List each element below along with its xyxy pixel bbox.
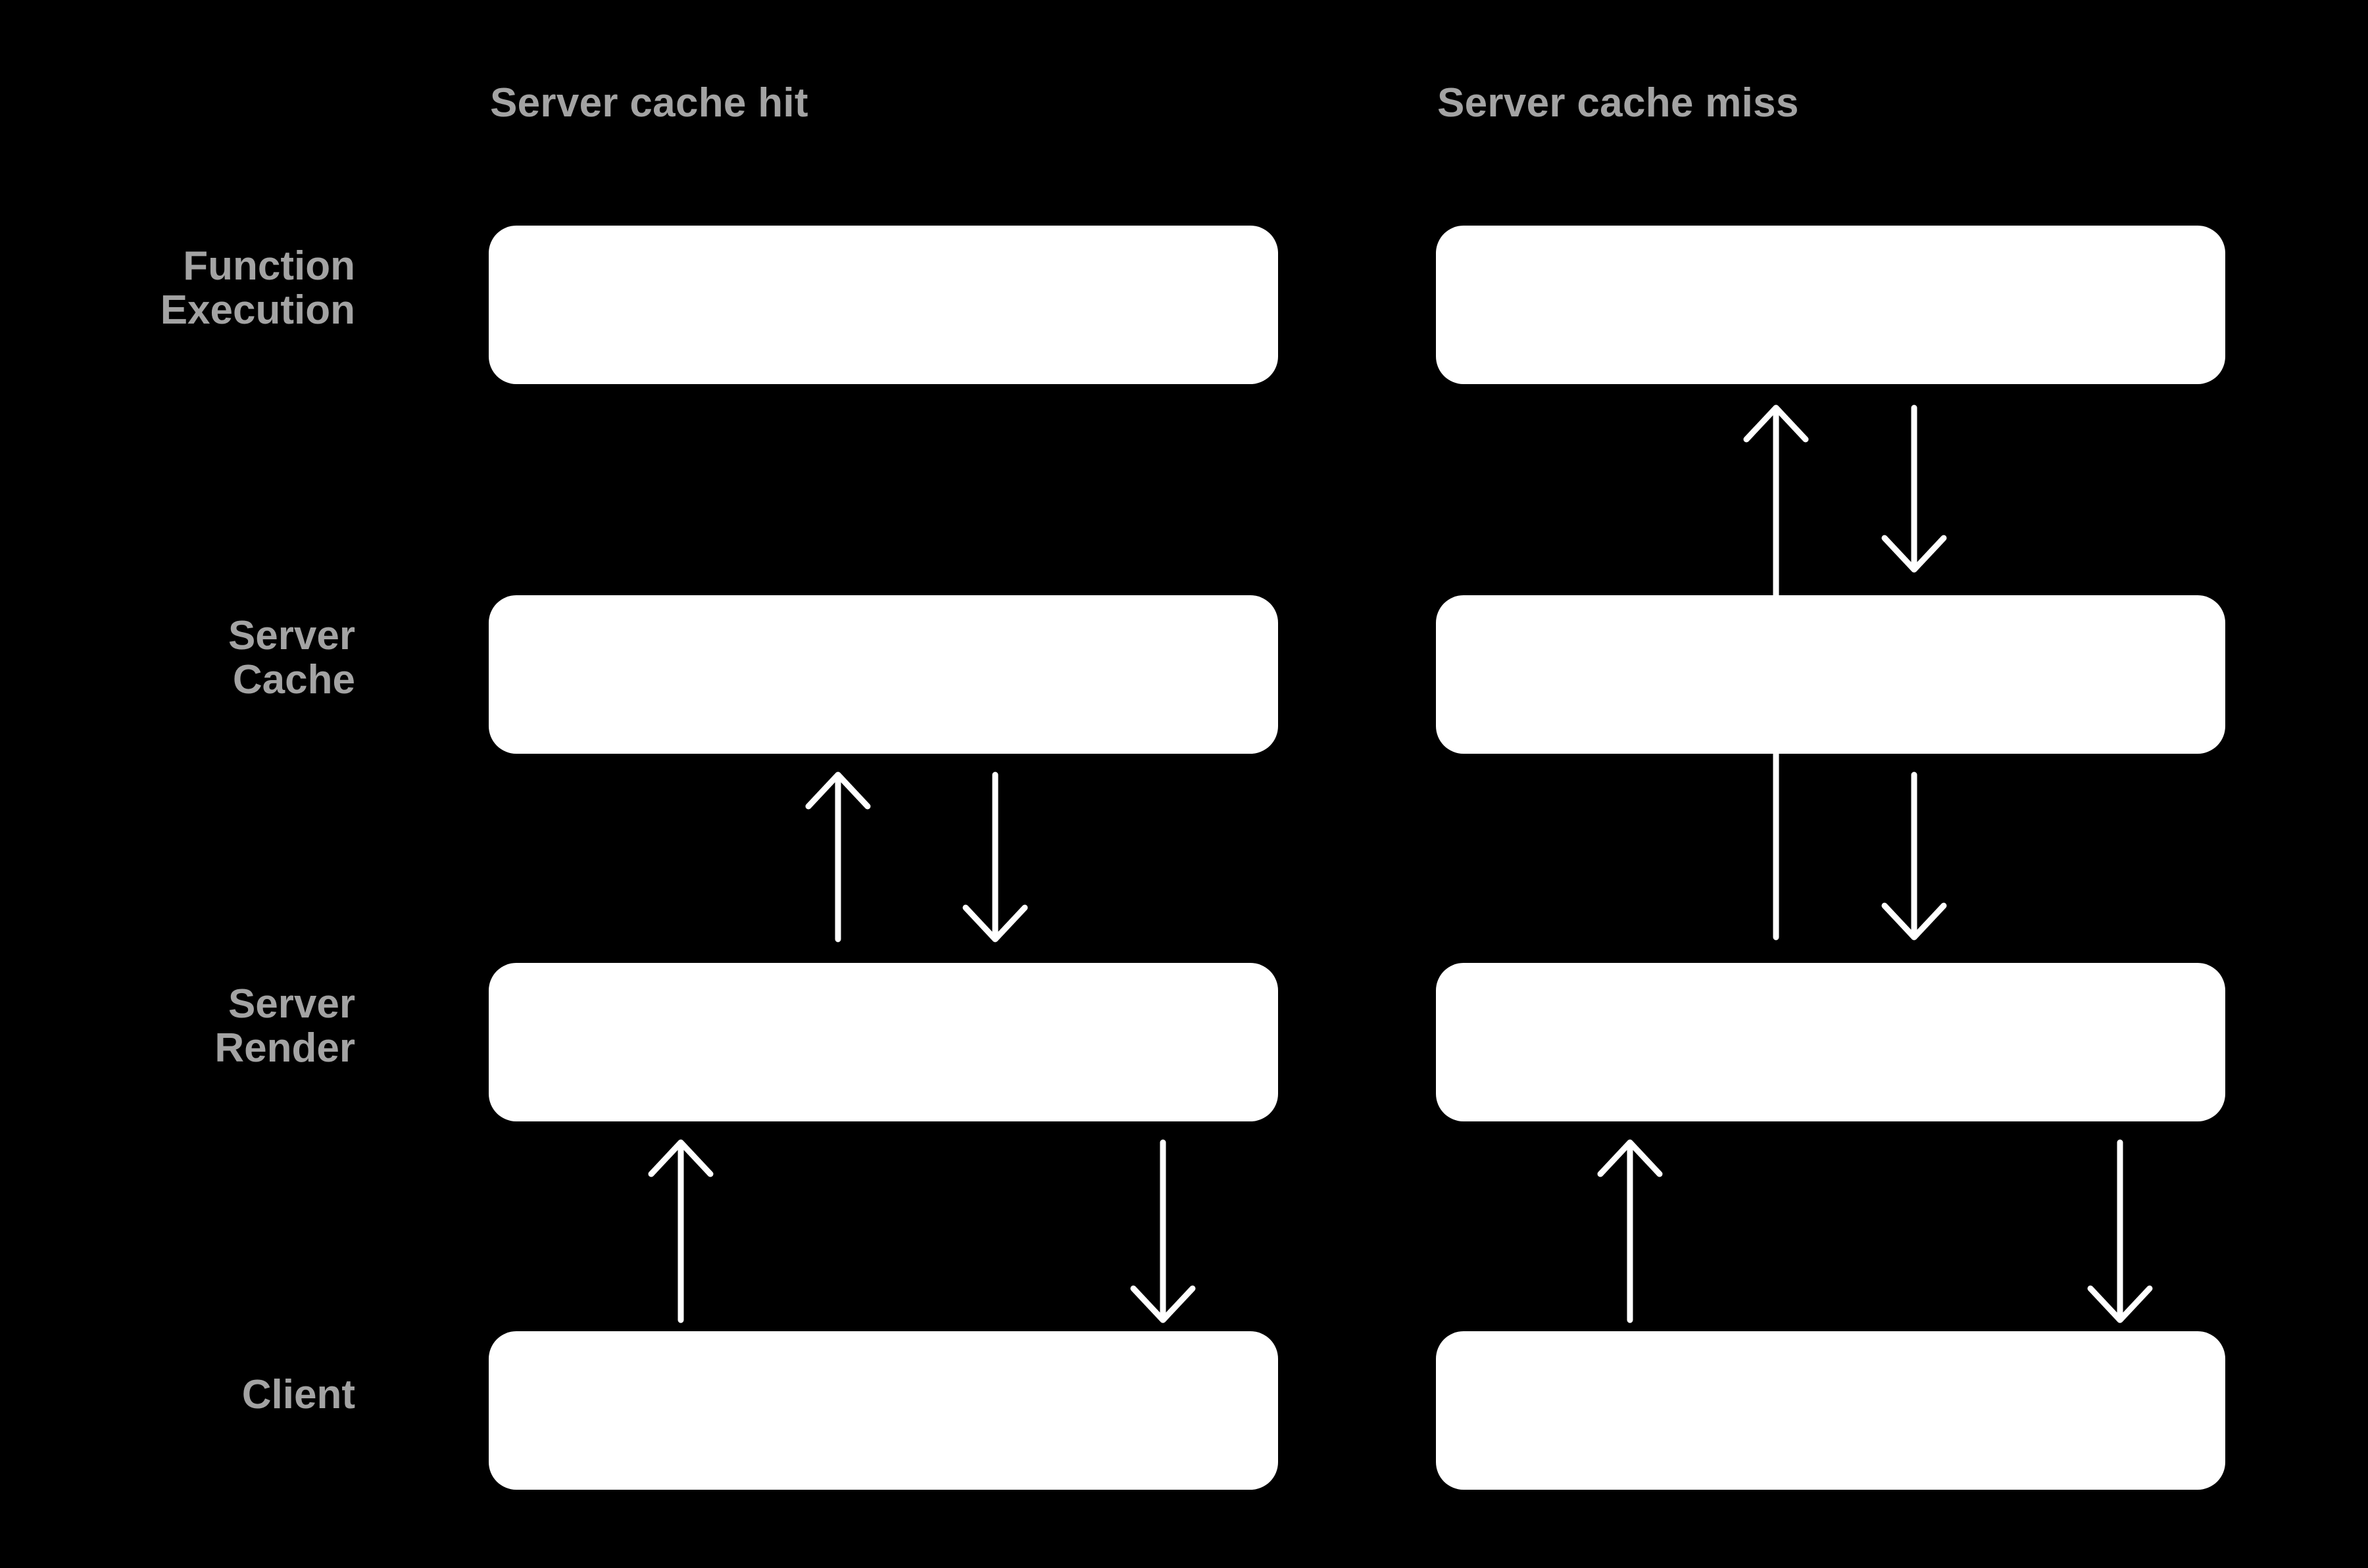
row-label-server-cache: Server Cache xyxy=(228,613,355,702)
row-label-function-execution: Function Execution xyxy=(160,243,355,333)
row-label-client: Client xyxy=(241,1372,355,1417)
node-miss-client[interactable] xyxy=(1436,1331,2225,1490)
node-hit-server-cache[interactable] xyxy=(489,595,1278,754)
arrow-miss-client-to-render xyxy=(1597,1139,1663,1323)
column-header-cache-miss: Server cache miss xyxy=(1437,80,1799,126)
node-hit-server-render[interactable] xyxy=(489,963,1278,1121)
arrow-hit-cache-to-render xyxy=(962,772,1028,943)
arrow-hit-render-to-cache xyxy=(805,772,871,943)
node-hit-client[interactable] xyxy=(489,1331,1278,1490)
row-label-server-render: Server Render xyxy=(214,981,355,1071)
arrow-hit-render-to-client xyxy=(1130,1139,1196,1323)
node-miss-server-render[interactable] xyxy=(1436,963,2225,1121)
arrow-miss-render-to-function xyxy=(1743,404,1809,941)
arrow-hit-client-to-render xyxy=(648,1139,714,1323)
arrow-miss-render-to-client xyxy=(2087,1139,2153,1323)
arrow-miss-cache-to-render xyxy=(1881,772,1947,941)
node-hit-function-execution[interactable] xyxy=(489,226,1278,384)
column-header-cache-hit: Server cache hit xyxy=(490,80,808,126)
node-miss-server-cache[interactable] xyxy=(1436,595,2225,754)
arrow-miss-function-to-cache xyxy=(1881,404,1947,573)
node-miss-function-execution[interactable] xyxy=(1436,226,2225,384)
